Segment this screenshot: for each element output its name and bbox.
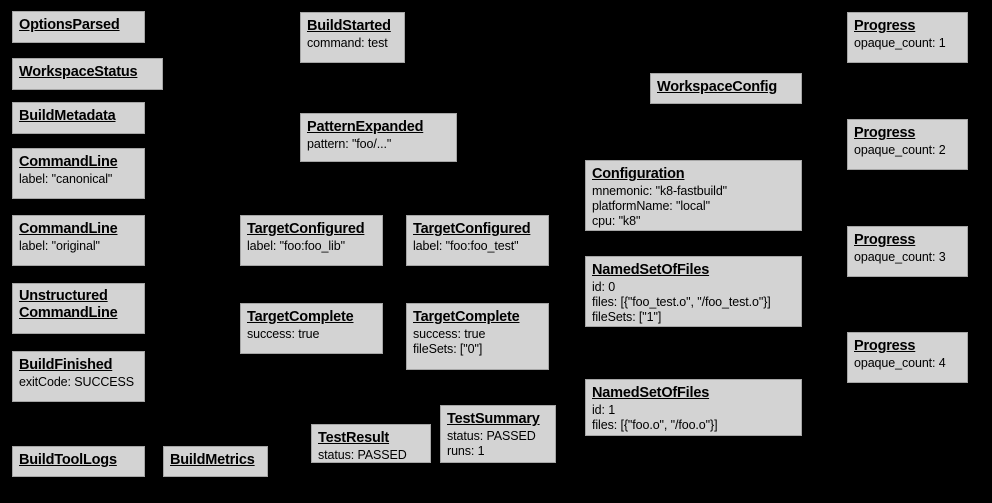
node-title: Progress [854, 338, 916, 354]
node-detail-lines: success: true [247, 327, 320, 342]
node-detail-lines: label: "foo:foo_test" [413, 239, 519, 254]
node-title: CommandLine [19, 221, 118, 237]
node-detail-lines: id: 0 files: [{"foo_test.o", "/foo_test.… [592, 280, 771, 324]
node-title: BuildToolLogs [19, 452, 117, 468]
node-title: Configuration [592, 166, 685, 182]
node-title: BuildStarted [307, 18, 391, 34]
node-progress-3[interactable]: Progress opaque_count: 3 [847, 226, 968, 277]
node-detail-lines: mnemonic: "k8-fastbuild" platformName: "… [592, 184, 728, 228]
node-progress-4[interactable]: Progress opaque_count: 4 [847, 332, 968, 383]
node-title: TargetConfigured [247, 221, 365, 237]
node-workspace-config[interactable]: WorkspaceConfig [650, 73, 802, 104]
node-title: BuildMetrics [170, 452, 255, 468]
node-title: TargetComplete [413, 309, 520, 325]
node-target-configured-test[interactable]: TargetConfigured label: "foo:foo_test" [406, 215, 549, 266]
node-named-set-of-files-0[interactable]: NamedSetOfFiles id: 0 files: [{"foo_test.… [585, 256, 802, 327]
node-unstructured-command-line[interactable]: Unstructured CommandLine [12, 283, 145, 334]
node-detail-lines: label: "original" [19, 239, 100, 254]
node-title: Progress [854, 125, 916, 141]
node-title: WorkspaceStatus [19, 64, 138, 80]
node-detail-lines: opaque_count: 4 [854, 356, 946, 371]
node-title: NamedSetOfFiles [592, 385, 710, 401]
node-target-complete-test[interactable]: TargetComplete success: true fileSets: ["… [406, 303, 549, 370]
node-test-summary[interactable]: TestSummary status: PASSED runs: 1 [440, 405, 556, 463]
node-build-started[interactable]: BuildStarted command: test [300, 12, 405, 63]
node-detail-lines: pattern: "foo/..." [307, 137, 392, 152]
node-title: NamedSetOfFiles [592, 262, 710, 278]
node-title: Progress [854, 18, 916, 34]
node-title: BuildFinished [19, 357, 113, 373]
node-title: TargetComplete [247, 309, 354, 325]
node-command-line-original[interactable]: CommandLine label: "original" [12, 215, 145, 266]
node-command-line-canonical[interactable]: CommandLine label: "canonical" [12, 148, 145, 199]
node-title: TestResult [318, 430, 390, 446]
node-test-result[interactable]: TestResult status: PASSED [311, 424, 431, 463]
node-target-configured-lib[interactable]: TargetConfigured label: "foo:foo_lib" [240, 215, 383, 266]
node-title: OptionsParsed [19, 17, 120, 33]
node-detail-lines: opaque_count: 1 [854, 36, 946, 51]
node-target-complete-lib[interactable]: TargetComplete success: true [240, 303, 383, 354]
node-detail-lines: success: true fileSets: ["0"] [413, 327, 486, 356]
node-build-tool-logs[interactable]: BuildToolLogs [12, 446, 145, 477]
node-build-metrics[interactable]: BuildMetrics [163, 446, 268, 477]
node-workspace-status[interactable]: WorkspaceStatus [12, 58, 163, 90]
node-options-parsed[interactable]: OptionsParsed [12, 11, 145, 43]
node-build-finished[interactable]: BuildFinished exitCode: SUCCESS [12, 351, 145, 402]
node-title: TargetConfigured [413, 221, 531, 237]
node-detail-lines: label: "canonical" [19, 172, 113, 187]
node-detail-lines: status: PASSED runs: 1 [447, 429, 536, 458]
node-detail-lines: exitCode: SUCCESS [19, 375, 135, 390]
node-pattern-expanded[interactable]: PatternExpanded pattern: "foo/..." [300, 113, 457, 162]
node-detail-lines: id: 1 files: [{"foo.o", "/foo.o"}] [592, 403, 718, 432]
node-title: TestSummary [447, 411, 540, 427]
node-title: PatternExpanded [307, 119, 424, 135]
node-title: Unstructured CommandLine [19, 288, 118, 322]
node-detail-lines: command: test [307, 36, 388, 51]
node-progress-1[interactable]: Progress opaque_count: 1 [847, 12, 968, 63]
node-detail-lines: label: "foo:foo_lib" [247, 239, 345, 254]
node-build-metadata[interactable]: BuildMetadata [12, 102, 145, 134]
node-title: Progress [854, 232, 916, 248]
node-detail-lines: status: PASSED [318, 448, 407, 463]
node-detail-lines: opaque_count: 3 [854, 250, 946, 265]
node-title: BuildMetadata [19, 108, 116, 124]
node-title: CommandLine [19, 154, 118, 170]
node-named-set-of-files-1[interactable]: NamedSetOfFiles id: 1 files: [{"foo.o", "… [585, 379, 802, 436]
node-title: WorkspaceConfig [657, 79, 778, 95]
node-detail-lines: opaque_count: 2 [854, 143, 946, 158]
node-progress-2[interactable]: Progress opaque_count: 2 [847, 119, 968, 170]
node-configuration[interactable]: Configuration mnemonic: "k8-fastbuild" pl… [585, 160, 802, 231]
